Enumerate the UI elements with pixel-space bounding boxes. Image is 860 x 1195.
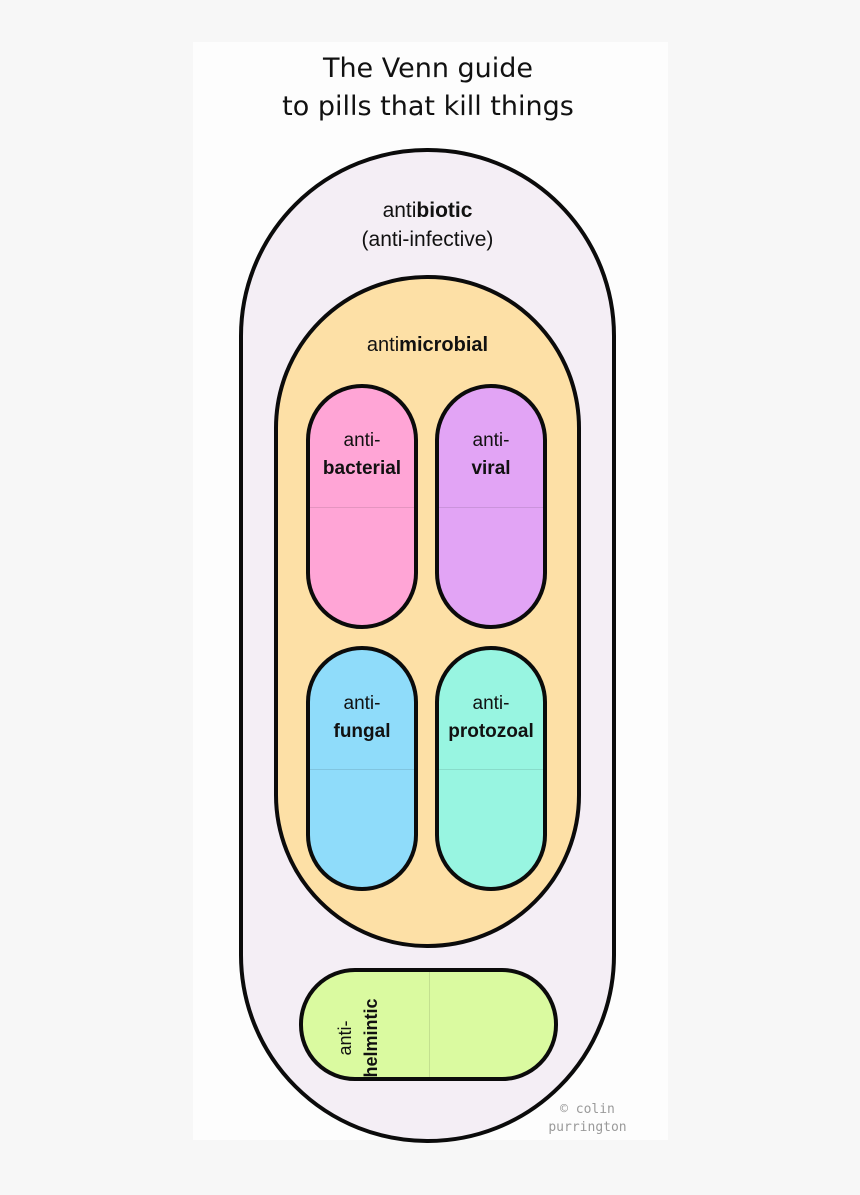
antifungal-bold: fungal — [333, 721, 391, 742]
antiprotozoal-prefix: anti- — [472, 693, 510, 714]
antibacterial-prefix: anti- — [343, 430, 381, 451]
antiviral-bold: viral — [471, 458, 511, 479]
pill-seam — [310, 768, 414, 770]
antihelmintic-label: anti- helmintic — [332, 992, 388, 1084]
antimicrobial-prefix: anti — [366, 334, 400, 356]
antibiotic-prefix: anti — [382, 199, 417, 222]
antibiotic-bold: biotic — [416, 199, 473, 222]
credit-line-1: © colin — [560, 1102, 615, 1117]
copyright-credit: © colin purrington — [540, 1101, 635, 1137]
title-line-1: The Venn guide — [322, 53, 534, 84]
antibiotic-subtitle: (anti-infective) — [361, 228, 494, 251]
antihelmintic-prefix: anti- — [335, 1020, 355, 1056]
pill-seam — [310, 506, 414, 508]
title-line-2: to pills that kill things — [282, 91, 574, 122]
antibiotic-label: antibiotic (anti-infective) — [239, 196, 616, 254]
diagram-title: The Venn guide to pills that kill things — [193, 50, 663, 126]
antiviral-prefix: anti- — [472, 430, 510, 451]
pill-seam — [439, 768, 543, 770]
pill-seam — [439, 506, 543, 508]
antiviral-pill — [435, 384, 547, 629]
pill-seam — [428, 972, 430, 1077]
antiprotozoal-pill — [435, 646, 547, 891]
antibacterial-pill — [306, 384, 418, 629]
antifungal-pill — [306, 646, 418, 891]
antimicrobial-label: antimicrobial — [274, 331, 581, 359]
antiviral-label: anti- viral — [435, 427, 547, 483]
antimicrobial-bold: microbial — [399, 334, 489, 356]
antifungal-label: anti- fungal — [306, 690, 418, 746]
antiprotozoal-bold: protozoal — [448, 721, 534, 742]
antihelmintic-bold: helmintic — [361, 998, 381, 1078]
antifungal-prefix: anti- — [343, 693, 381, 714]
antibacterial-label: anti- bacterial — [306, 427, 418, 483]
antiprotozoal-label: anti- protozoal — [435, 690, 547, 746]
antihelmintic-pill — [299, 968, 558, 1081]
antibacterial-bold: bacterial — [322, 458, 402, 479]
credit-line-2: purrington — [548, 1120, 627, 1135]
